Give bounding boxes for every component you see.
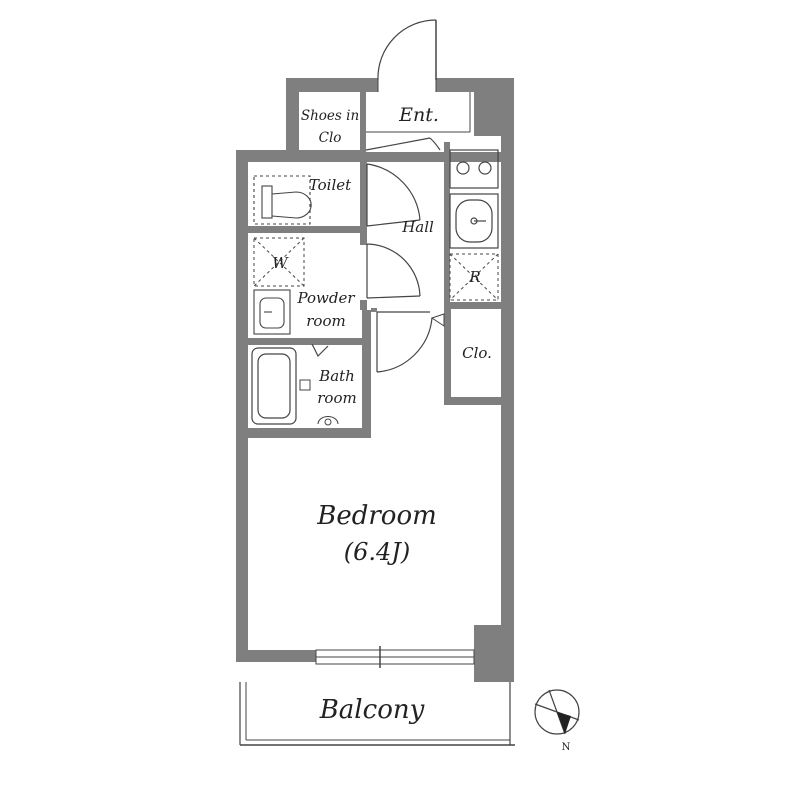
compass-north-label: N: [562, 742, 571, 753]
compass-icon: [534, 689, 580, 735]
sink-icon: [449, 193, 499, 249]
washer-label: W: [272, 254, 289, 272]
hall-label: Hall: [401, 218, 434, 236]
closet-door-icon: [430, 313, 445, 327]
toilet-label: Toilet: [309, 176, 352, 194]
refrigerator-space: [449, 253, 499, 301]
balcony: [239, 682, 515, 746]
bathtub-icon: [251, 347, 297, 425]
entrance-label: Ent.: [398, 104, 439, 126]
toilet-icon: [253, 175, 312, 225]
powder-room-label-1: Powder: [296, 289, 355, 307]
bath-room-label-1: Bath: [318, 367, 355, 385]
outer-walls: [236, 78, 514, 682]
refrigerator-label: R: [468, 268, 480, 286]
balcony-label: Balcony: [319, 695, 425, 725]
washer-space: [253, 237, 305, 287]
bedroom-window: [315, 646, 475, 668]
bedroom-size-label: (6.4J): [344, 538, 411, 566]
shoes-closet-label-1: Shoes in: [301, 108, 359, 124]
interior-walls: [248, 92, 501, 438]
shoes-closet-label-2: Clo: [319, 130, 342, 146]
entrance-door: [377, 19, 437, 92]
closet-label: Clo.: [462, 344, 492, 362]
powder-room-label-2: room: [306, 312, 345, 330]
bath-room-label-2: room: [317, 389, 356, 407]
door-swings: [311, 137, 441, 373]
shower-icon: [299, 379, 339, 426]
stove-icon: [449, 149, 499, 189]
vanity-sink-icon: [253, 289, 291, 335]
bedroom-label: Bedroom: [316, 501, 437, 531]
